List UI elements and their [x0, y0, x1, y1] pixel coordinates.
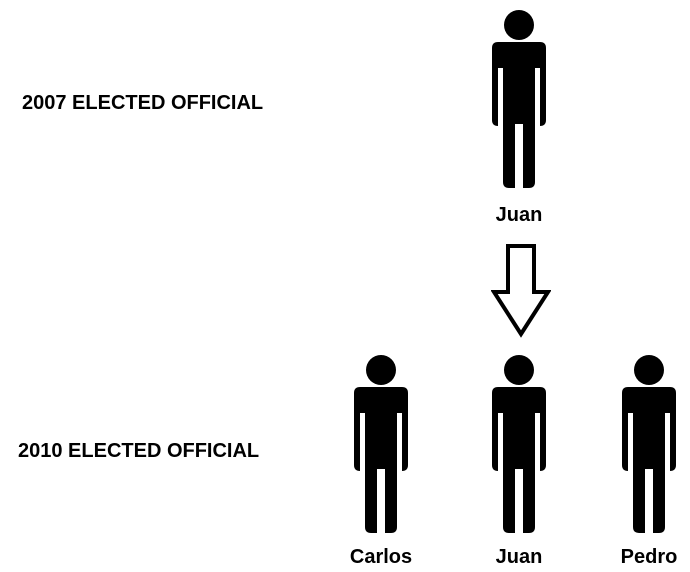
person-pedro-2010: Pedro	[604, 353, 690, 568]
person-carlos-2010: Carlos	[336, 353, 426, 568]
person-juan-2010: Juan	[474, 353, 564, 568]
person-icon	[622, 355, 676, 533]
person-name: Carlos	[349, 546, 413, 568]
row-label-2010: 2010 ELECTED OFFICIAL	[18, 440, 260, 462]
row-label-2007: 2007 ELECTED OFFICIAL	[22, 92, 264, 114]
person-icon	[492, 10, 546, 188]
person-icon	[354, 355, 408, 533]
person-name: Juan	[495, 204, 543, 226]
person-icon	[492, 355, 546, 533]
person-name: Pedro	[620, 546, 678, 568]
person-juan-2007: Juan	[474, 8, 564, 238]
down-arrow-icon	[491, 244, 551, 338]
person-name: Juan	[495, 546, 543, 568]
